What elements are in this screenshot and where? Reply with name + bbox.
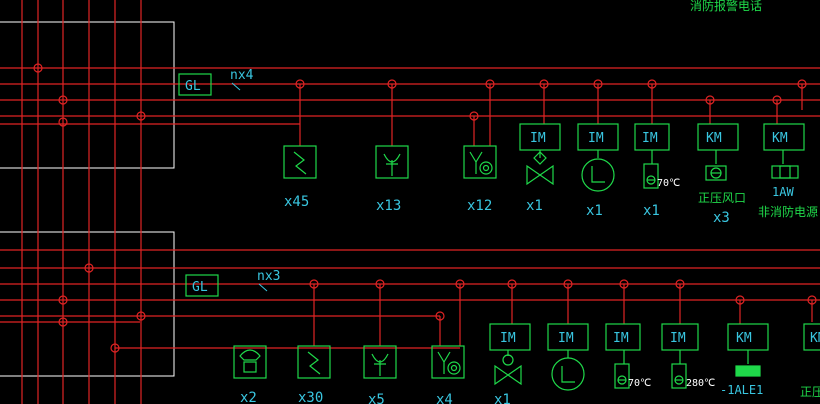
emergency-light-icon xyxy=(735,350,761,377)
module-label: IM xyxy=(558,331,574,346)
qty-labels: x45 x13 x12 x1 x1 x1 x3 x2 x30 x5 x4 x1 xyxy=(240,194,730,404)
gl-boxes: GL GL nx4 nx3 xyxy=(178,68,280,297)
temp-label: 280℃ xyxy=(686,378,715,389)
top-text: 消防报警电话 xyxy=(690,0,762,13)
qty-label: x1 xyxy=(586,203,603,219)
name-labels: 正压风口 1AW 非消防电源 -1ALE1 正压 消防报警电话 xyxy=(690,0,820,399)
junction-nodes xyxy=(33,63,817,353)
gl-label-lower: GL xyxy=(192,280,208,295)
pressure-outlet-icon xyxy=(705,150,727,181)
qty-label: x30 xyxy=(298,390,323,404)
circle-device-icon xyxy=(551,350,585,391)
damper-70-icon xyxy=(643,150,659,189)
qty-label: x2 xyxy=(240,390,257,404)
km-box xyxy=(763,123,805,151)
frames xyxy=(0,21,175,377)
telephone-box-icon xyxy=(233,345,267,379)
device-name-label: 非消防电源 xyxy=(758,204,818,219)
power-cut-icon xyxy=(771,150,799,179)
valve-icon xyxy=(494,350,522,386)
device-name-label: 正压 xyxy=(800,385,820,399)
panel-frame-upper xyxy=(0,21,175,169)
module-label: IM xyxy=(588,131,604,146)
qty-label: x12 xyxy=(467,198,492,214)
detector-box-icon xyxy=(363,345,397,379)
qty-label: x1 xyxy=(494,392,511,404)
qty-label: x3 xyxy=(713,210,730,226)
gl-label-upper: GL xyxy=(185,79,201,94)
module-label: IM xyxy=(642,131,658,146)
count-label-upper: nx4 xyxy=(230,68,254,83)
detector-box-icon xyxy=(375,145,409,179)
device-name-label: 1AW xyxy=(772,185,794,199)
gl-box-upper xyxy=(178,73,212,96)
switch-box-icon xyxy=(283,145,317,179)
device-name-label: 正压风口 xyxy=(698,191,746,205)
damper-280-icon xyxy=(671,350,687,389)
module-label: KM xyxy=(706,131,722,146)
km-box xyxy=(697,123,739,151)
lower-devices xyxy=(233,323,820,391)
im-box xyxy=(605,323,641,351)
circle-device-icon xyxy=(581,150,615,192)
temp-labels: 70℃ 70℃ 280℃ xyxy=(628,178,715,389)
module-label: IM xyxy=(500,331,516,346)
count-label-lower: nx3 xyxy=(257,269,280,284)
damper-70-icon xyxy=(614,350,630,389)
qty-label: x1 xyxy=(643,203,660,219)
qty-label: x45 xyxy=(284,194,309,210)
module-label: IM xyxy=(613,331,629,346)
upper-devices xyxy=(283,123,805,192)
qty-label: x4 xyxy=(436,392,453,404)
module-label: IM xyxy=(530,131,546,146)
temp-label: 70℃ xyxy=(628,378,651,389)
temp-label: 70℃ xyxy=(657,178,680,189)
module-label: IM xyxy=(670,331,686,346)
module-label: KM xyxy=(772,131,788,146)
module-detector-icon xyxy=(431,345,465,379)
device-name-label: -1ALE1 xyxy=(720,383,763,397)
module-label: KM xyxy=(810,331,820,346)
module-label: KM xyxy=(736,331,752,346)
module-labels: IM IM IM KM KM IM IM IM IM KM KM xyxy=(500,131,820,346)
km-box xyxy=(803,323,820,351)
qty-label: x1 xyxy=(526,198,543,214)
im-box xyxy=(489,323,531,351)
gl-box-lower xyxy=(185,274,219,297)
qty-label: x13 xyxy=(376,198,401,214)
valve-icon xyxy=(526,150,554,186)
qty-label: x5 xyxy=(368,392,385,404)
panel-frame-lower xyxy=(0,231,175,377)
module-detector-icon xyxy=(463,145,497,179)
switch-box-icon xyxy=(297,345,331,379)
